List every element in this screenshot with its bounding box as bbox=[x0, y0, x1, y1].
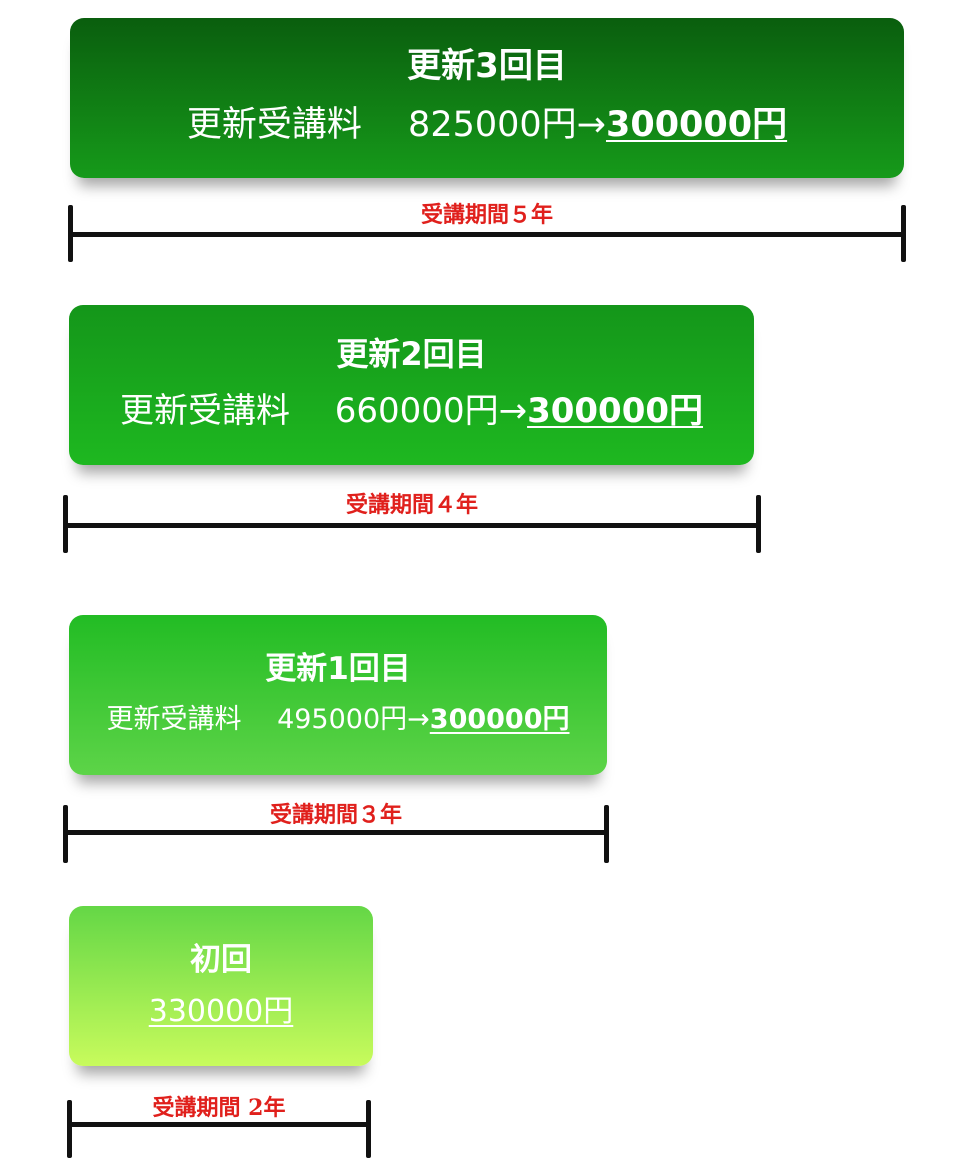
tier-title: 更新3回目 bbox=[407, 46, 567, 86]
tier-title: 初回 bbox=[190, 942, 252, 978]
tier-renewal-3-box: 更新3回目 更新受講料 825000円→300000円 bbox=[70, 18, 904, 178]
tier-renewal-2-box: 更新2回目 更新受講料 660000円→300000円 bbox=[69, 305, 754, 465]
fee-label: 更新受講料 bbox=[119, 391, 290, 431]
new-price: 300000円 bbox=[527, 391, 704, 431]
period-label: 受講期間４年 bbox=[345, 492, 478, 518]
old-price: 825000円→ bbox=[408, 105, 606, 145]
new-price: 300000円 bbox=[605, 105, 788, 145]
period-bracket: 受講期間 2年 bbox=[67, 1095, 371, 1158]
period-bracket: 受講期間５年 bbox=[68, 202, 906, 262]
fee-label: 更新受講料 bbox=[106, 704, 242, 735]
tier-initial-box: 初回 330000円 bbox=[69, 906, 373, 1066]
old-price: 495000円→ bbox=[277, 704, 430, 735]
period-bracket: 受講期間３年 bbox=[63, 802, 609, 863]
tier-title: 更新1回目 bbox=[265, 651, 411, 687]
new-price: 300000円 bbox=[429, 704, 570, 735]
tier-price-line: 330000円 bbox=[69, 986, 373, 1030]
period-label: 受講期間３年 bbox=[269, 802, 402, 828]
tier-renewal-1-box: 更新1回目 更新受講料 495000円→300000円 bbox=[69, 615, 607, 775]
tier-price-line: 更新受講料 495000円→300000円 bbox=[69, 697, 607, 736]
old-price: 660000円→ bbox=[334, 391, 528, 431]
tier-price-line: 更新受講料 825000円→300000円 bbox=[70, 96, 904, 147]
fee-label: 更新受講料 bbox=[186, 105, 362, 145]
tier-price-line: 更新受講料 660000円→300000円 bbox=[69, 383, 754, 432]
period-label: 受講期間 2年 bbox=[152, 1095, 286, 1121]
tier-title: 更新2回目 bbox=[336, 335, 487, 373]
new-price: 330000円 bbox=[148, 994, 294, 1029]
period-label: 受講期間５年 bbox=[420, 202, 553, 228]
period-bracket: 受講期間４年 bbox=[63, 492, 761, 553]
